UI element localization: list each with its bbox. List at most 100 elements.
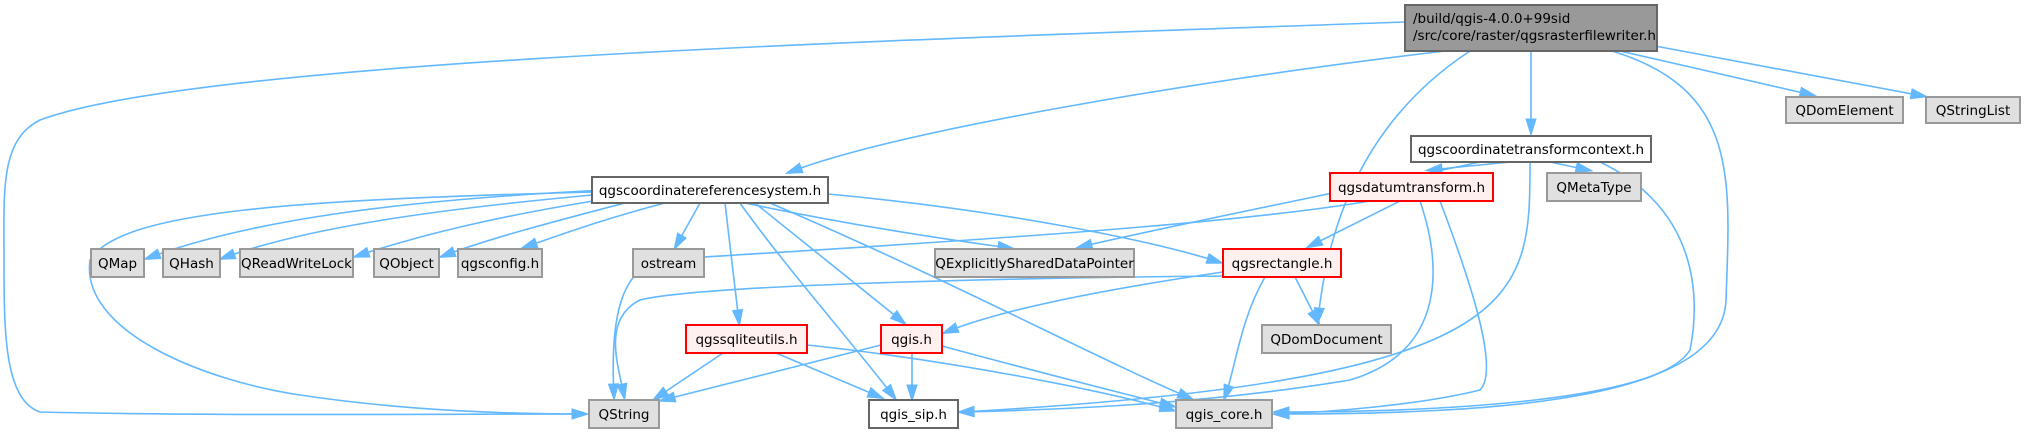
node-label: ostream <box>641 256 697 272</box>
edge-crs-to-sqlite <box>724 202 744 328</box>
edge-crs-to-sip <box>739 202 898 402</box>
node-label: qgis_sip.h <box>880 407 947 423</box>
edge-datum-to-sip <box>956 200 1434 418</box>
node-config[interactable]: qgsconfig.h <box>457 248 543 278</box>
node-core[interactable]: qgis_core.h <box>1175 399 1273 429</box>
edge-line <box>1224 276 1266 398</box>
node-label: qgscoordinatetransformcontext.h <box>1418 142 1644 158</box>
arrowhead-icon <box>1574 161 1594 173</box>
node-label: QDomDocument <box>1270 332 1382 348</box>
node-label: qgis.h <box>891 332 932 348</box>
node-label: /src/core/raster/qgsrasterfilewriter.h <box>1413 28 1656 44</box>
node-box <box>934 248 1135 278</box>
arrowhead-icon <box>571 408 590 420</box>
node-sqlite[interactable]: qgssqliteutils.h <box>685 324 808 354</box>
edge-line <box>3 21 1406 416</box>
node-box <box>457 248 543 278</box>
node-ctc[interactable]: qgscoordinatetransformcontext.h <box>1410 135 1652 163</box>
node-label: QReadWriteLock <box>241 256 352 272</box>
node-metatype[interactable]: QMetaType <box>1546 172 1642 202</box>
node-box <box>1329 172 1494 202</box>
edge-crs-to-ostream <box>673 202 701 251</box>
node-label: QMetaType <box>1556 180 1631 196</box>
edge-crs-to-qgis <box>754 202 908 326</box>
node-qmap[interactable]: QMap <box>90 248 145 278</box>
node-label: QHash <box>169 256 214 272</box>
node-qhash[interactable]: QHash <box>162 248 221 278</box>
edge-qgis-to-core <box>941 345 1178 409</box>
edge-line <box>524 202 666 248</box>
arrowhead-icon <box>1909 88 1929 100</box>
edge-line <box>1429 161 1511 171</box>
arrowhead-icon <box>906 384 918 403</box>
arrowhead-icon <box>1074 238 1094 250</box>
edge-line <box>655 352 724 399</box>
edge-sqlite-to-core <box>806 344 1178 413</box>
edge-line <box>662 344 882 401</box>
node-label: qgsrectangle.h <box>1232 256 1333 272</box>
edge-crs-to-qhash <box>217 192 616 260</box>
edge-line <box>961 200 1434 413</box>
node-box <box>1785 96 1904 124</box>
arrowhead-icon <box>956 406 975 418</box>
node-qobject[interactable]: QObject <box>373 248 440 278</box>
arrowhead-icon <box>784 162 804 174</box>
edge-line <box>88 191 593 415</box>
node-box <box>880 324 943 354</box>
arrowhead-icon <box>1307 308 1321 328</box>
node-sip[interactable]: qgis_sip.h <box>868 399 959 429</box>
node-domelement[interactable]: QDomElement <box>1785 96 1904 124</box>
edge-datum-to-core <box>1271 200 1488 420</box>
edge-datum-to-rect <box>1304 200 1401 249</box>
node-box <box>868 399 959 429</box>
node-qstring[interactable]: QString <box>588 399 660 429</box>
edge-qgis-to-qstring <box>657 344 882 403</box>
node-domdoc[interactable]: QDomDocument <box>1261 324 1392 354</box>
node-label: QDomElement <box>1795 103 1893 119</box>
arrowhead-icon <box>142 248 162 260</box>
edge-root-to-core <box>1271 50 1729 420</box>
arrowhead-icon <box>1158 397 1178 409</box>
node-box <box>162 248 221 278</box>
arrowhead-icon <box>1525 118 1537 137</box>
node-box <box>373 248 440 278</box>
edge-line <box>961 161 1531 413</box>
arrowhead-icon <box>1205 252 1225 264</box>
node-rect[interactable]: qgsrectangle.h <box>1222 248 1342 278</box>
node-stringlist[interactable]: QStringList <box>1925 96 2021 124</box>
node-label: QObject <box>379 256 434 272</box>
edges-layer <box>3 21 1929 420</box>
node-rwlock[interactable]: QReadWriteLock <box>239 248 354 278</box>
edge-qgis-to-sip <box>906 353 918 403</box>
node-box <box>1925 96 2021 124</box>
node-datum[interactable]: qgsdatumtransform.h <box>1329 172 1494 202</box>
edge-line <box>744 202 1011 249</box>
edge-rect-to-domdoc <box>1294 276 1321 328</box>
edge-crs-to-qstring <box>88 191 593 420</box>
node-crs[interactable]: qgscoordinatereferencesystem.h <box>591 176 829 204</box>
edge-root-to-domelement <box>1619 50 1818 98</box>
node-label: qgssqliteutils.h <box>695 332 797 348</box>
node-label: /build/qgis-4.0.0+99sid <box>1413 11 1570 27</box>
node-ostream[interactable]: ostream <box>632 248 705 278</box>
arrowhead-icon <box>217 248 237 260</box>
arrowhead-icon <box>607 383 620 402</box>
node-label: qgsdatumtransform.h <box>1338 180 1485 196</box>
edge-line <box>1619 50 1813 96</box>
node-root[interactable]: /build/qgis-4.0.0+99sid/src/core/raster/… <box>1404 4 1658 52</box>
arrowhead-icon <box>940 322 960 335</box>
node-qgis[interactable]: qgis.h <box>880 324 943 354</box>
node-box <box>1546 172 1642 202</box>
node-box <box>1410 135 1652 163</box>
edge-rect-to-qstring <box>614 275 1224 402</box>
node-box <box>1222 248 1342 278</box>
arrowhead-icon <box>889 309 908 326</box>
edge-datum-to-qstring <box>607 200 1371 402</box>
arrowhead-icon <box>1798 86 1818 98</box>
arrowhead-icon <box>1223 383 1235 403</box>
edge-root-to-qstring <box>3 21 1406 420</box>
arrowhead-icon <box>866 386 886 400</box>
node-esdp[interactable]: QExplicitlySharedDataPointer <box>934 248 1135 278</box>
edge-sqlite-to-qstring <box>651 352 724 402</box>
node-box <box>591 176 829 204</box>
